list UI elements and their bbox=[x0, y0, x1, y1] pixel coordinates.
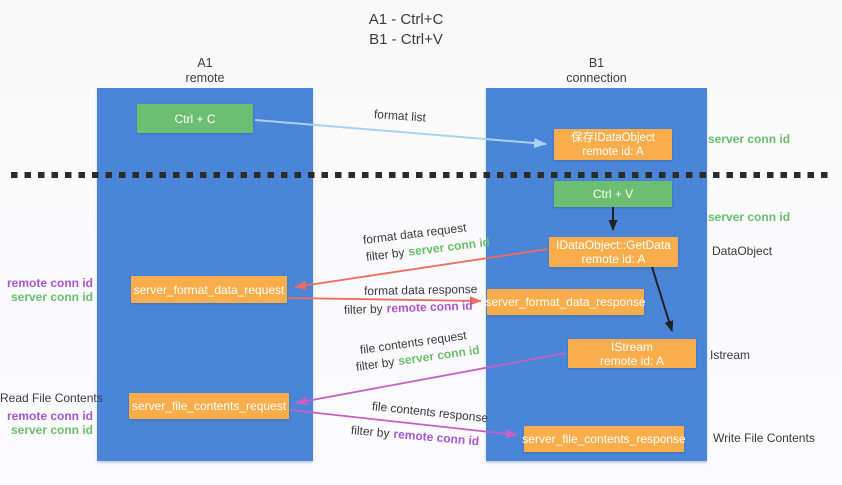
lane-header-b1: B1 connection bbox=[486, 56, 707, 86]
server-file-contents-request-label: server_file_contents_request bbox=[131, 399, 287, 413]
filter-by-text: filter by bbox=[343, 301, 383, 317]
node-ctrl-c: Ctrl + C bbox=[137, 104, 253, 133]
filter-by-text: filter by bbox=[365, 245, 406, 264]
read-file-contents-label: Read File Contents bbox=[0, 391, 103, 405]
title-line-1: A1 - Ctrl+C bbox=[368, 11, 444, 28]
istream-line1: IStream bbox=[610, 339, 653, 354]
node-ctrl-v: Ctrl + V bbox=[554, 181, 672, 207]
server-format-data-response-label: server_format_data_response bbox=[485, 295, 646, 309]
left-server-conn-id-2: server conn id bbox=[10, 423, 93, 437]
label-file-contents-response: file contents response bbox=[371, 399, 489, 426]
getdata-line1: IDataObject::GetData bbox=[556, 238, 671, 252]
node-server-format-data-response: server_format_data_response bbox=[485, 289, 646, 315]
title-line-2: B1 - Ctrl+V bbox=[369, 31, 443, 48]
node-server-format-data-request: server_format_data_request bbox=[131, 276, 287, 303]
filter-by-text: filter by bbox=[350, 423, 391, 441]
remote-conn-id-key: remote conn id bbox=[392, 426, 480, 449]
label-format-data-response: format data response bbox=[363, 282, 478, 298]
node-server-file-contents-request: server_file_contents_request bbox=[129, 393, 289, 419]
write-file-contents-label: Write File Contents bbox=[713, 431, 815, 445]
dataobject-label: DataObject bbox=[712, 244, 773, 258]
server-file-contents-response-label: server_file_contents_response bbox=[522, 432, 686, 446]
left-remote-conn-id-1: remote conn id bbox=[6, 276, 93, 290]
lane-b1-title: B1 bbox=[588, 56, 605, 70]
node-istream: IStream remote id: A bbox=[568, 339, 696, 368]
left-remote-conn-id-2: remote conn id bbox=[6, 409, 93, 423]
node-server-file-contents-response: server_file_contents_response bbox=[522, 426, 686, 452]
save-idataobject-line2: remote id: A bbox=[582, 145, 644, 158]
server-format-data-request-label: server_format_data_request bbox=[133, 282, 285, 297]
ctrl-v-label: Ctrl + V bbox=[592, 187, 634, 201]
node-save-idataobject: 保存IDataObject remote id: A bbox=[554, 129, 672, 160]
diagram-title: A1 - Ctrl+C B1 - Ctrl+V bbox=[326, 10, 486, 50]
left-server-conn-id-1: server conn id bbox=[10, 290, 93, 304]
ctrl-c-label: Ctrl + C bbox=[174, 111, 216, 126]
istream-line2: remote id: A bbox=[599, 353, 665, 368]
save-idataobject-line1: 保存IDataObject bbox=[571, 131, 655, 144]
lane-a1-subtitle: remote bbox=[185, 71, 225, 85]
node-idataobject-getdata: IDataObject::GetData remote id: A bbox=[549, 237, 678, 267]
istream-label: Istream bbox=[710, 348, 751, 362]
remote-conn-id-key: remote conn id bbox=[386, 298, 473, 316]
right-server-conn-id-2: server conn id bbox=[708, 210, 791, 224]
right-server-conn-id-1: server conn id bbox=[708, 132, 791, 146]
lane-header-a1: A1 remote bbox=[97, 56, 313, 86]
filter-by-text: filter by bbox=[355, 354, 396, 374]
label-format-list: format list bbox=[373, 107, 427, 125]
lane-b1-subtitle: connection bbox=[566, 71, 627, 85]
getdata-line2: remote id: A bbox=[581, 252, 646, 266]
lane-a1-title: A1 bbox=[197, 56, 213, 70]
